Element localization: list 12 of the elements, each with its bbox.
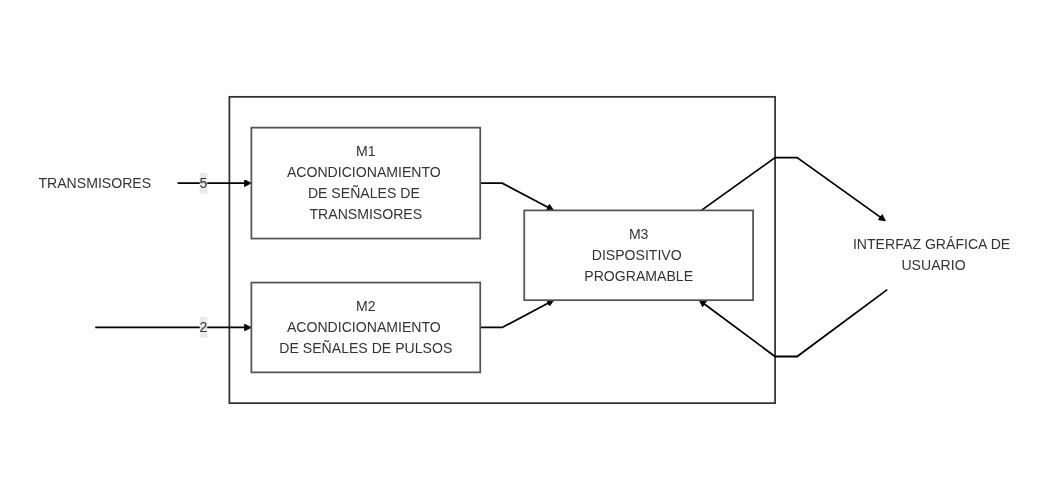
arrow <box>94 323 252 332</box>
arrow <box>176 179 252 187</box>
cluster <box>228 95 776 405</box>
arrow <box>700 156 886 222</box>
node-box: M3 DISPOSITIVO PROGRAMABLE <box>523 209 754 302</box>
node-text: INTERFAZ GRÁFICA DE USUARIO <box>852 236 1011 273</box>
edge-label: 2 <box>199 319 208 335</box>
node-box: M1 ACONDICIONAMIENTO DE SEÑALES DE TRANSMISORES <box>250 126 482 240</box>
arrow <box>698 288 889 358</box>
node-box: M2 ACONDICIONAMIENTO DE SEÑALES DE PULSOS <box>250 281 482 374</box>
edge-label: 5 <box>199 175 208 191</box>
node-text: TRANSMISORES <box>38 175 152 191</box>
